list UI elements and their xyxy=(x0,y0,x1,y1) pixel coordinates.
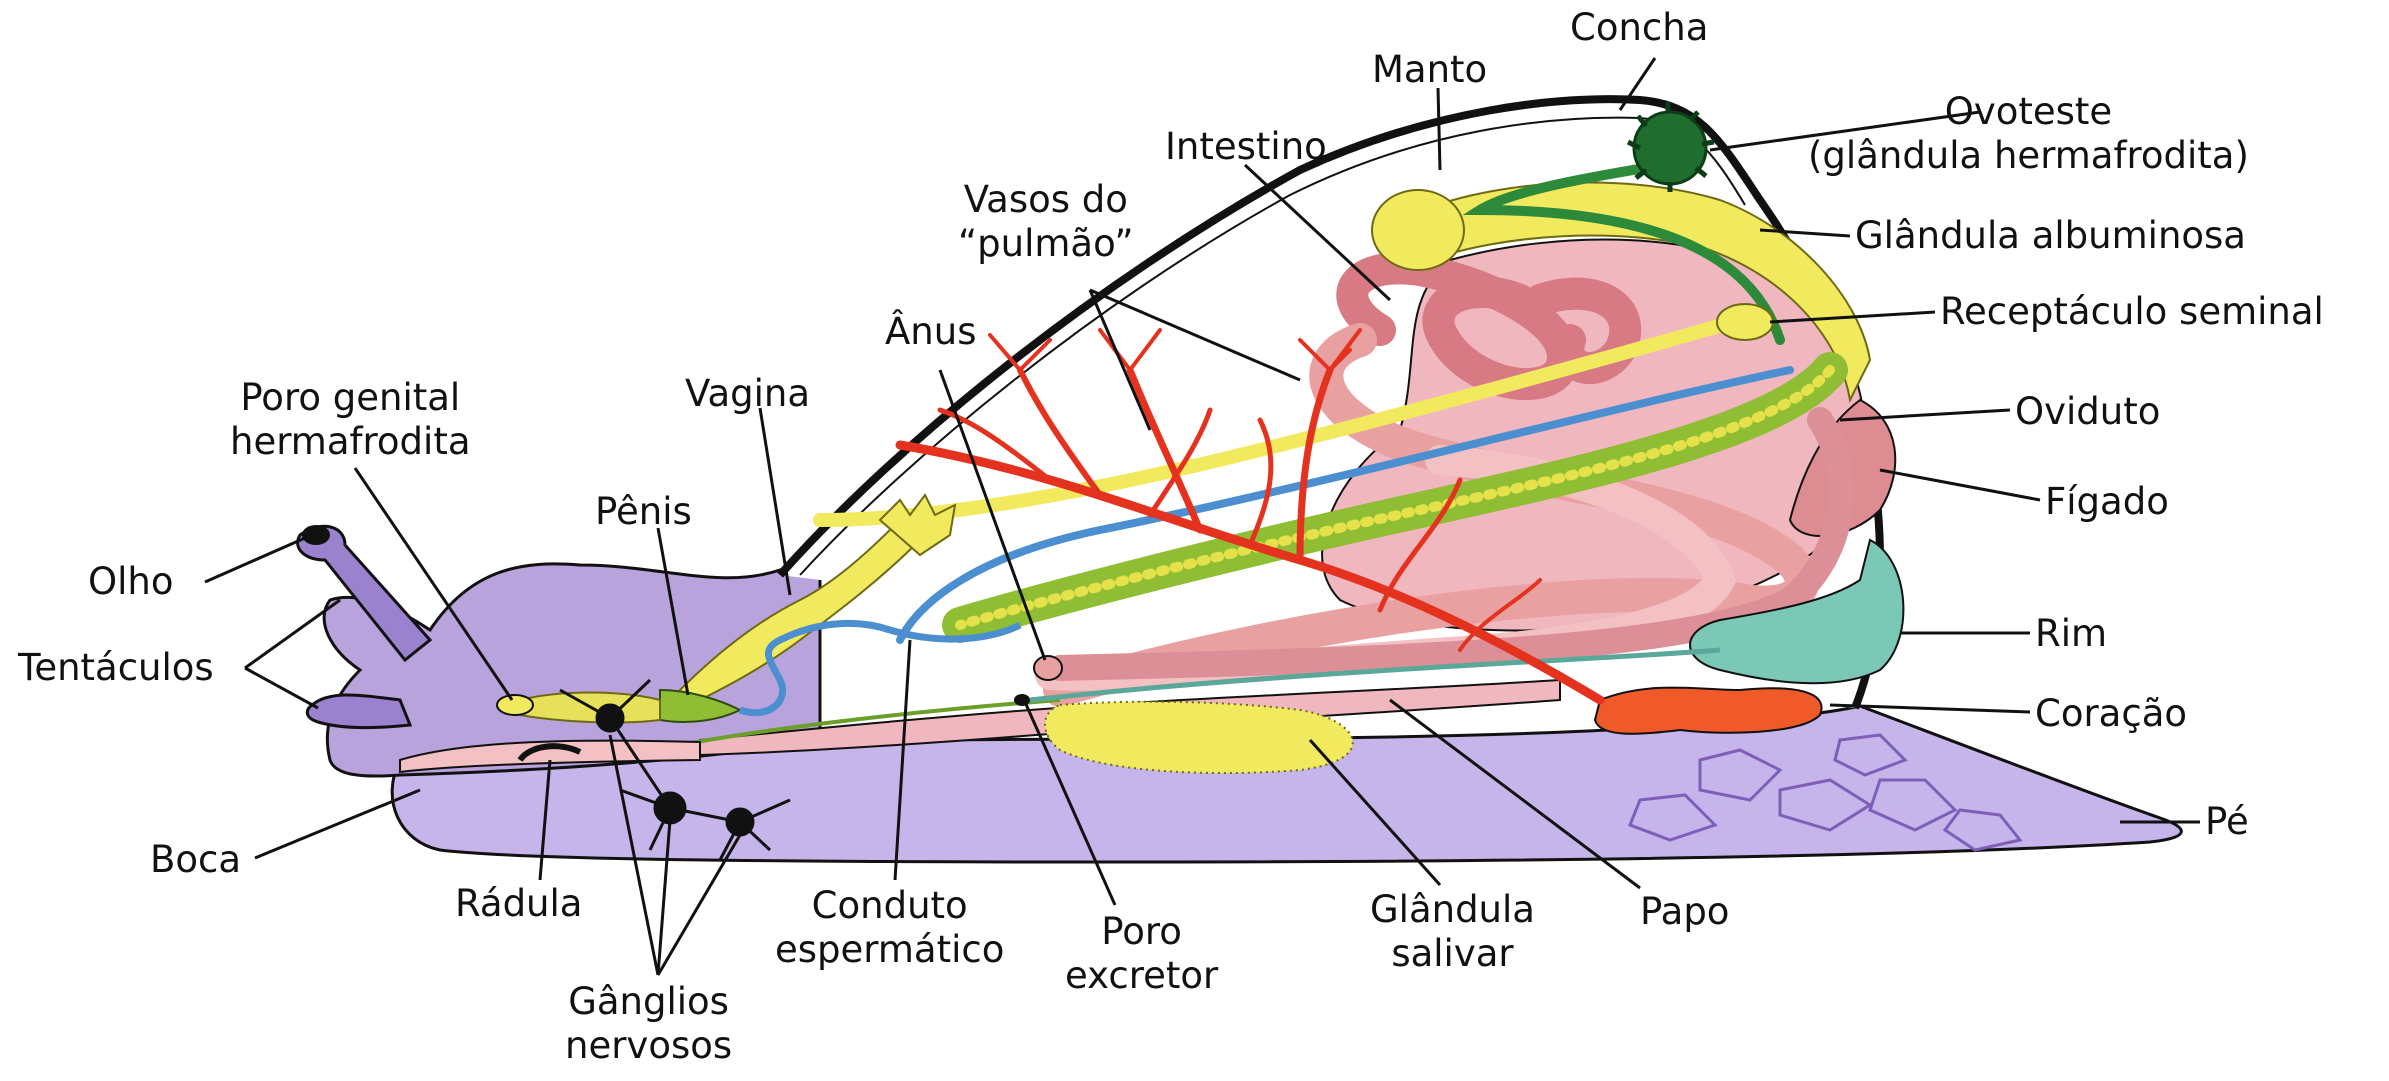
label-vagina: Vagina xyxy=(685,372,810,416)
label-radula: Rádula xyxy=(455,882,582,926)
label-ganglios-nervosos: Gânglios nervosos xyxy=(565,980,732,1068)
leader-boca xyxy=(255,790,420,858)
genital-pore xyxy=(497,695,533,715)
eye xyxy=(302,525,330,545)
label-tentaculos: Tentáculos xyxy=(18,646,214,690)
label-anus: Ânus xyxy=(885,310,977,354)
leader-vagina xyxy=(760,408,790,595)
label-concha: Concha xyxy=(1570,6,1708,50)
label-manto: Manto xyxy=(1372,48,1487,92)
leader-olho xyxy=(205,538,305,582)
label-vasos-pulmao: Vasos do “pulmão” xyxy=(958,178,1134,266)
label-conduto-espermatico: Conduto espermático xyxy=(775,884,1004,972)
label-boca: Boca xyxy=(150,838,241,882)
label-intestino: Intestino xyxy=(1165,125,1327,169)
label-oviduto: Oviduto xyxy=(2015,390,2160,434)
label-poro-excretor: Poro excretor xyxy=(1065,910,1218,998)
anus-opening xyxy=(1034,656,1062,680)
tentacle-lower xyxy=(307,695,410,728)
label-rim: Rim xyxy=(2035,612,2107,656)
heart xyxy=(1595,688,1822,734)
leader-manto xyxy=(1438,88,1440,170)
label-poro-genital: Poro genital hermafrodita xyxy=(230,376,471,464)
label-papo: Papo xyxy=(1640,890,1729,934)
label-pe: Pé xyxy=(2205,800,2249,844)
leader-tentaculos-1 xyxy=(245,600,340,668)
receptaculum xyxy=(1717,304,1773,340)
label-glandula-albuminosa: Glândula albuminosa xyxy=(1855,214,2246,258)
label-penis: Pênis xyxy=(595,490,692,534)
label-olho: Olho xyxy=(88,560,174,604)
leader-figado xyxy=(1880,470,2040,500)
label-receptaculo-seminal: Receptáculo seminal xyxy=(1940,290,2324,334)
label-ovoteste: Ovoteste (glândula hermafrodita) xyxy=(1808,90,2249,178)
leader-tentaculos-2 xyxy=(245,668,318,708)
label-glandula-salivar: Glândula salivar xyxy=(1370,888,1535,976)
label-coracao: Coração xyxy=(2035,692,2187,736)
label-figado: Fígado xyxy=(2045,480,2169,524)
albumen-gland-head xyxy=(1372,190,1464,270)
